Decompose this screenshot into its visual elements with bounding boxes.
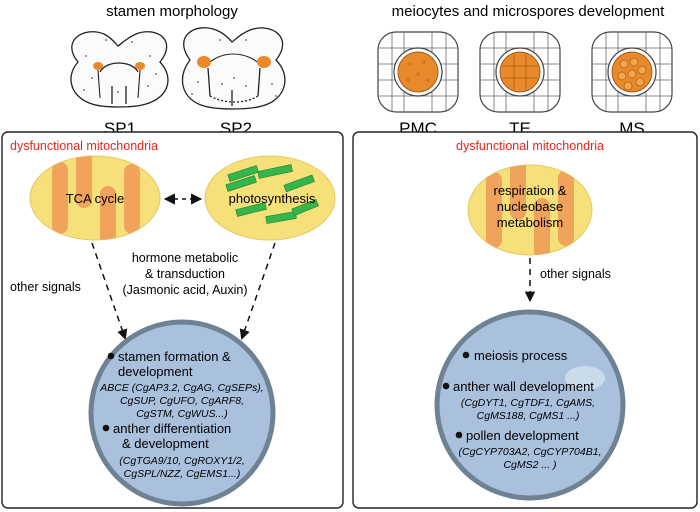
- wall-title: anther wall development: [453, 379, 594, 394]
- hormone-line-1: hormone metabolic: [132, 251, 238, 265]
- anther-title-line-1: anther differentiation: [113, 421, 231, 436]
- anther-genes-line-2: CgSPL/NZZ, CgEMS1...): [124, 468, 241, 480]
- stamen-development-circle: [88, 319, 276, 507]
- anther-bullet: [102, 424, 110, 432]
- anther-title-line-2: & development: [122, 436, 209, 451]
- sp1-dots: [83, 39, 157, 93]
- left-other-signals-label: other signals: [10, 280, 81, 294]
- respiration-mitochondrion: [467, 164, 593, 256]
- circle-highlight: [565, 366, 605, 390]
- stamen-title-line-2: development: [118, 364, 193, 379]
- stamen-title-line-1: stamen formation &: [118, 349, 231, 364]
- meiosis-circle: [434, 309, 626, 501]
- right-other-signals-label: other signals: [540, 267, 611, 281]
- hormone-line-2: & transduction: [145, 267, 225, 281]
- pollen-genes-line-1: (CgCYP703A2, CgCYP704B1,: [459, 446, 602, 458]
- hormone-line-3: (Jasmonic acid, Auxin): [122, 283, 247, 297]
- wall-genes-line-2: CgMS188, CgMS1 ...): [477, 410, 580, 422]
- stamen-morphology-title: stamen morphology: [106, 3, 238, 20]
- te-cell-illustration: [479, 31, 561, 113]
- sp2-stamen-illustration: [181, 27, 286, 110]
- tca-mitochondrion: [29, 155, 161, 241]
- sp1-anther-marks: [93, 62, 145, 70]
- sp2-anther-marks: [197, 56, 271, 68]
- pollen-genes-line-2: CgMS2 ... ): [503, 459, 556, 471]
- meiocyte-development-title: meiocytes and microspores development: [392, 3, 665, 20]
- right-signal-arrow: [239, 242, 276, 340]
- left-signal-arrow: [91, 242, 128, 340]
- meiosis-label: meiosis process: [474, 348, 568, 363]
- right-panel-heading: dysfunctional mitochondria: [456, 139, 604, 153]
- stamen-genes-line-3: CgSTM, CgWUS...): [136, 408, 228, 420]
- sp1-stamen-illustration: [70, 31, 169, 108]
- pollen-title: pollen development: [466, 428, 579, 443]
- tca-cycle-label: TCA cycle: [66, 191, 125, 206]
- pollen-bullet: [455, 431, 463, 439]
- ms-cell-illustration: [591, 31, 673, 113]
- mito-label-line-1: respiration &: [494, 183, 567, 198]
- photosynthesis-chloroplast: [204, 155, 336, 241]
- pmc-cell-illustration: [377, 31, 459, 113]
- wall-genes-line-1: (CgDYT1, CgTDF1, CgAMS,: [461, 397, 595, 409]
- sp2-dots: [191, 39, 277, 97]
- left-panel-heading: dysfunctional mitochondria: [10, 139, 158, 153]
- mito-label-line-2: nucleobase: [497, 199, 564, 214]
- mito-label-line-3: metabolism: [497, 215, 563, 230]
- stamen-bullet: [107, 352, 115, 360]
- wall-bullet: [442, 382, 450, 390]
- photosynthesis-label: photosynthesis: [229, 191, 316, 206]
- stamen-genes-line-2: CgSUP, CgUFO, CgARF8,: [120, 395, 244, 407]
- anther-genes-line-1: (CgTGA9/10, CgROXY1/2,: [119, 455, 244, 467]
- stamen-genes-line-1: ABCE (CgAP3.2, CgAG, CgSEPs),: [99, 382, 263, 394]
- meiosis-bullet: [462, 351, 470, 359]
